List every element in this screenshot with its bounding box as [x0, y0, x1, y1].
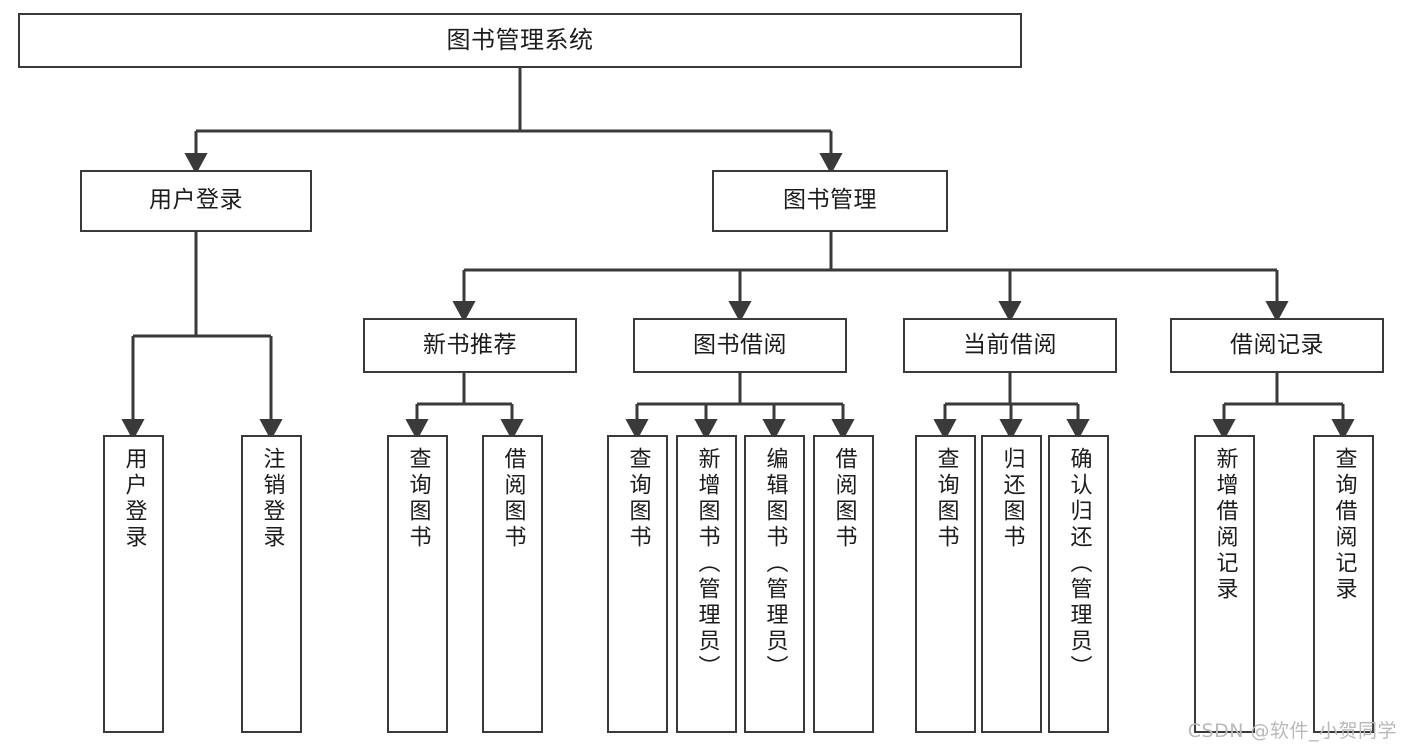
node-label-leaf-query-borrow-record: 查询借阅记录: [1331, 447, 1357, 603]
node-label-leaf-query-book-1: 查询图书: [405, 447, 431, 551]
node-label-leaf-borrow-book-2: 借阅图书: [831, 447, 857, 551]
node-leaf-return-book[interactable]: 归还图书: [981, 435, 1042, 733]
node-borrow-record[interactable]: 借阅记录: [1170, 318, 1384, 373]
node-label-current-borrow: 当前借阅: [963, 331, 1057, 358]
node-leaf-query-book-1[interactable]: 查询图书: [387, 435, 448, 733]
node-leaf-borrow-book-2[interactable]: 借阅图书: [813, 435, 874, 733]
node-leaf-query-borrow-record[interactable]: 查询借阅记录: [1313, 435, 1374, 733]
node-leaf-edit-book[interactable]: 编辑图书（管理员）: [744, 435, 805, 733]
node-root-book-management-system[interactable]: 图书管理系统: [18, 13, 1022, 68]
node-leaf-query-book-2[interactable]: 查询图书: [607, 435, 668, 733]
node-label-book-management: 图书管理: [783, 187, 877, 214]
node-user-login[interactable]: 用户登录: [80, 170, 312, 232]
node-label-user-login: 用户登录: [149, 187, 243, 214]
node-leaf-borrow-book-1[interactable]: 借阅图书: [482, 435, 543, 733]
node-label-leaf-query-book-3: 查询图书: [933, 447, 959, 551]
node-label-root: 图书管理系统: [446, 26, 594, 55]
node-label-new-book-recommendation: 新书推荐: [423, 331, 517, 358]
node-leaf-logout[interactable]: 注销登录: [241, 435, 302, 733]
node-label-leaf-add-book: 新增图书（管理员）: [694, 447, 720, 681]
node-label-leaf-confirm-return: 确认归还（管理员）: [1066, 447, 1092, 681]
node-book-borrow[interactable]: 图书借阅: [633, 318, 847, 373]
node-new-book-recommendation[interactable]: 新书推荐: [363, 318, 577, 373]
node-label-book-borrow: 图书借阅: [693, 331, 787, 358]
csdn-watermark: CSDN @软件_小贺同学: [1187, 720, 1397, 742]
node-label-leaf-return-book: 归还图书: [999, 447, 1025, 551]
node-label-leaf-user-login: 用户登录: [121, 447, 147, 551]
node-leaf-add-borrow-record[interactable]: 新增借阅记录: [1194, 435, 1255, 733]
node-leaf-user-login[interactable]: 用户登录: [103, 435, 164, 733]
node-label-leaf-query-book-2: 查询图书: [625, 447, 651, 551]
node-leaf-confirm-return[interactable]: 确认归还（管理员）: [1048, 435, 1109, 733]
node-current-borrow[interactable]: 当前借阅: [903, 318, 1117, 373]
node-label-borrow-record: 借阅记录: [1230, 331, 1324, 358]
node-leaf-query-book-3[interactable]: 查询图书: [915, 435, 976, 733]
node-label-leaf-edit-book: 编辑图书（管理员）: [762, 447, 788, 681]
node-book-management[interactable]: 图书管理: [712, 170, 948, 232]
node-label-leaf-logout: 注销登录: [259, 447, 285, 551]
node-label-leaf-borrow-book-1: 借阅图书: [500, 447, 526, 551]
node-leaf-add-book[interactable]: 新增图书（管理员）: [676, 435, 737, 733]
node-label-leaf-add-borrow-record: 新增借阅记录: [1212, 447, 1238, 603]
